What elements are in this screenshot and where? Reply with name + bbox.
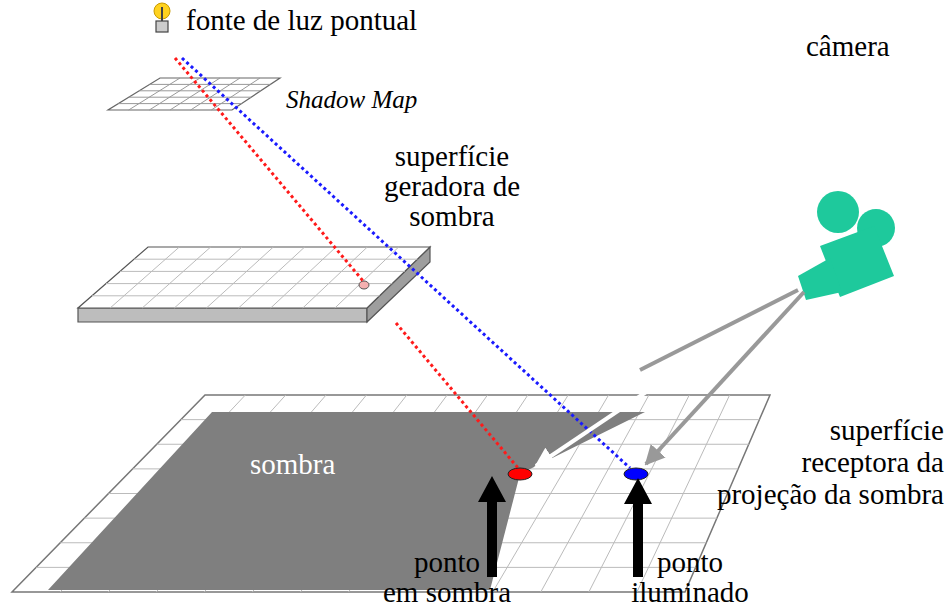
slab-top <box>78 247 430 308</box>
camera-label: câmera <box>806 30 890 62</box>
shadow-shape <box>45 410 650 592</box>
receiver-label: superfície receptora da projeção da somb… <box>717 414 944 510</box>
light-filament <box>161 7 163 21</box>
light-label: fonte de luz pontual <box>186 4 417 36</box>
camera-icon <box>798 191 895 300</box>
camera-ray <box>640 290 798 370</box>
occluder-label: superfície geradora de sombra <box>384 141 520 231</box>
plane-grid <box>36 395 759 592</box>
region-label: sombra <box>250 448 335 480</box>
pointer-arrow <box>624 478 652 577</box>
lit-point-label: ponto iluminado <box>631 547 749 607</box>
shadow-region: sombra <box>45 410 650 592</box>
shadow-point-label: ponto em sombra <box>383 547 511 607</box>
shadow-map-grid <box>118 78 270 110</box>
receiver-plane <box>12 395 770 592</box>
blue-light-ray <box>182 58 630 468</box>
lit-point <box>624 468 648 480</box>
shadow-map-label: Shadow Map <box>286 84 417 116</box>
slab-front <box>78 308 367 322</box>
shadow-map-plane <box>108 78 280 110</box>
light-base <box>156 21 168 32</box>
camera-ray <box>646 292 804 464</box>
occluder-point <box>359 281 369 289</box>
slab-grid <box>92 247 417 308</box>
